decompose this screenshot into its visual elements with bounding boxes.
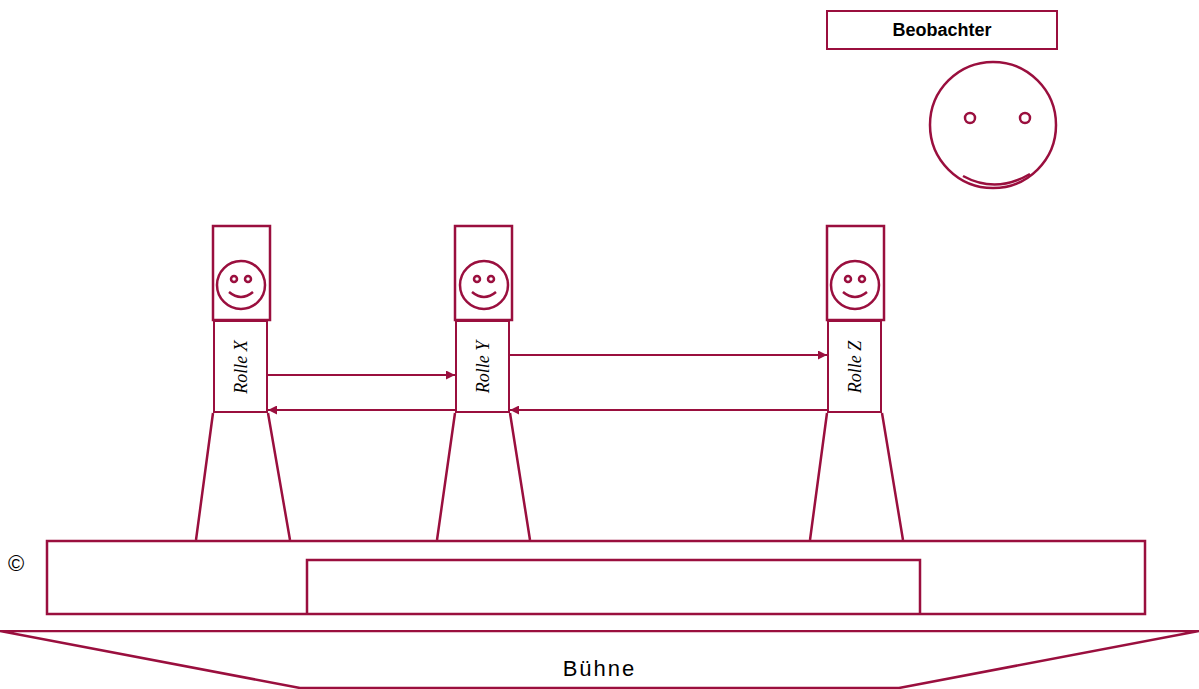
stage-band: Bühne xyxy=(0,630,1199,689)
observer-box: Beobachter xyxy=(826,10,1058,50)
interaction-arrow xyxy=(510,354,827,356)
stage-platform xyxy=(47,541,1145,614)
node-text: Rolle Y xyxy=(472,340,493,393)
actor-figure xyxy=(437,226,530,540)
observer-face xyxy=(930,62,1056,188)
node-text: Rolle Z xyxy=(844,340,865,393)
role-box: Rolle X xyxy=(213,320,268,413)
interaction-arrow xyxy=(268,409,455,411)
node-text: Bühne xyxy=(563,656,637,682)
node-text: Rolle X xyxy=(230,340,251,393)
role-box: Rolle Z xyxy=(827,320,882,413)
interaction-arrow xyxy=(268,374,455,376)
role-box: Rolle Y xyxy=(455,320,510,413)
copyright-mark: © xyxy=(8,551,24,577)
actor-figure xyxy=(196,226,290,540)
node-text: Beobachter xyxy=(892,20,991,41)
interaction-arrow xyxy=(510,409,827,411)
actor-figure xyxy=(810,226,903,540)
